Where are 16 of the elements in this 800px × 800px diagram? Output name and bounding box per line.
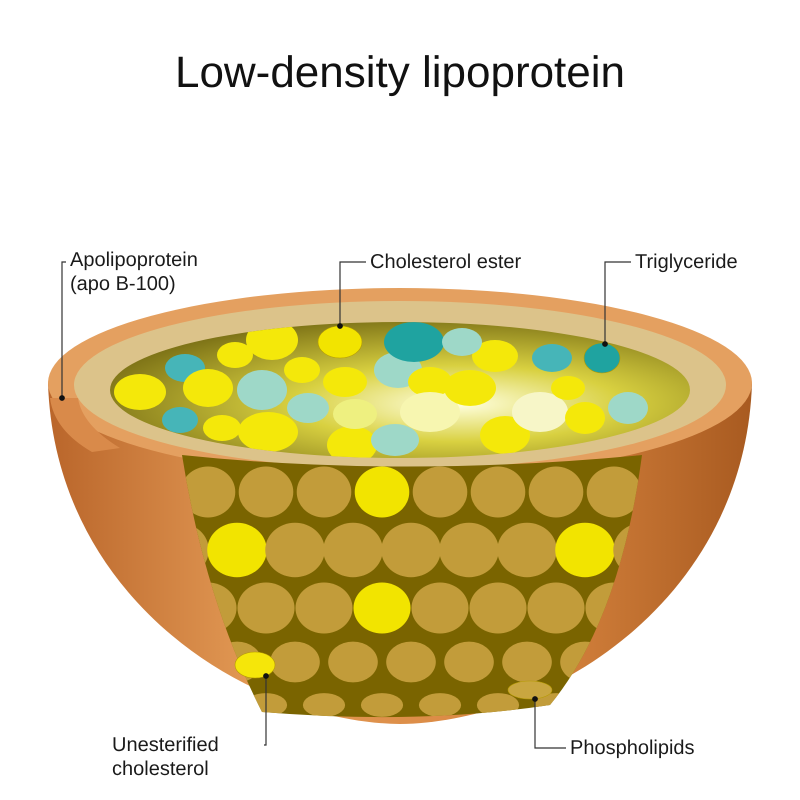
sphere bbox=[318, 326, 362, 358]
leader-line bbox=[532, 696, 566, 749]
leader-line bbox=[602, 261, 631, 347]
leader-line bbox=[59, 261, 66, 401]
leader-line bbox=[337, 261, 366, 329]
part-label: Cholesterol ester bbox=[370, 250, 550, 274]
protein-band bbox=[50, 398, 120, 452]
part-label: Unesterified cholesterol bbox=[112, 733, 262, 781]
sphere bbox=[584, 342, 620, 374]
part-label: Phospholipids bbox=[570, 736, 710, 760]
leader-line bbox=[263, 673, 269, 746]
part-label: Apolipoprotein (apo B-100) bbox=[70, 248, 220, 296]
title: Low-density lipoprotein bbox=[174, 48, 626, 98]
part-label: Triglyceride bbox=[635, 250, 760, 274]
sphere bbox=[508, 680, 552, 700]
sphere bbox=[234, 652, 276, 678]
